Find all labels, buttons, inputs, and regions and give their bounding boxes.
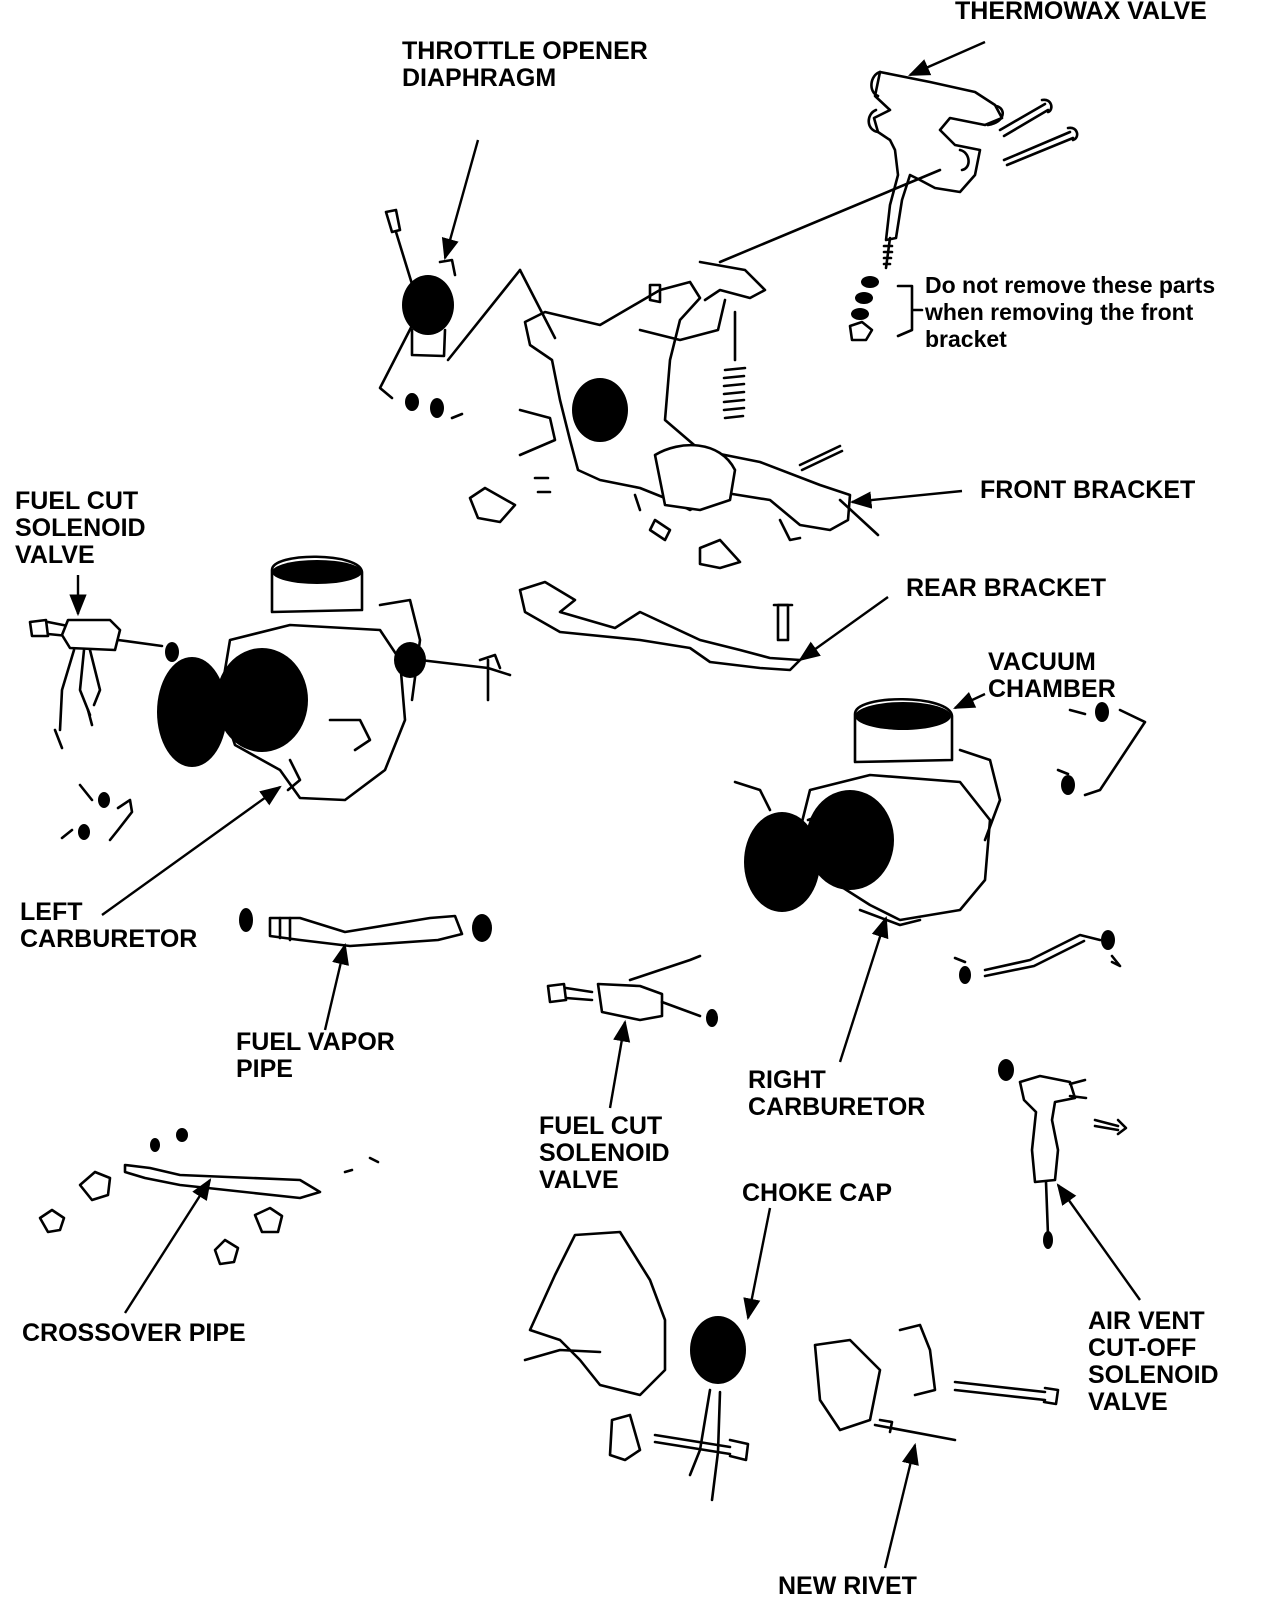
thermowax-valve (867, 70, 1079, 270)
label-choke-cap: CHOKE CAP (742, 1179, 893, 1207)
center-fuel-cut-solenoid (546, 954, 718, 1027)
note-line3: bracket (925, 326, 1007, 352)
label-fuel-vapor-pipe-line2: PIPE (236, 1055, 293, 1083)
label-front-bracket: FRONT BRACKET (980, 476, 1196, 504)
label-air-vent-line1: AIR VENT (1088, 1307, 1205, 1335)
label-right-carburetor-line1: RIGHT (748, 1066, 826, 1094)
front-bracket-assembly (446, 168, 942, 570)
label-left-fuel-cut-line1: FUEL CUT (15, 487, 139, 515)
left-carburetor (157, 555, 512, 802)
label-left-fuel-cut-line3: VALVE (15, 541, 95, 569)
right-linkage-rod (953, 930, 1122, 984)
rear-bracket (518, 580, 802, 672)
label-new-rivet: NEW RIVET (778, 1572, 917, 1600)
label-rear-bracket: REAR BRACKET (906, 574, 1106, 602)
washer-stack (848, 276, 924, 342)
crossover-pipe (38, 1128, 380, 1266)
label-thermowax-valve: THERMOWAX VALVE (955, 0, 1207, 25)
label-throttle-opener-line2: DIAPHRAGM (402, 64, 557, 92)
label-crossover-pipe: CROSSOVER PIPE (22, 1319, 246, 1347)
left-small-hardware (60, 783, 134, 842)
note-line2: when removing the front (925, 299, 1194, 325)
label-right-carburetor-line2: CARBURETOR (748, 1093, 926, 1121)
air-vent-solenoid (998, 1059, 1128, 1249)
fuel-vapor-pipe (239, 908, 492, 948)
label-air-vent-line3: SOLENOID (1088, 1361, 1219, 1389)
leader-lines (69, 40, 1141, 1569)
note-line1: Do not remove these parts (925, 272, 1216, 298)
label-air-vent-line4: VALVE (1088, 1388, 1168, 1416)
label-vacuum-chamber-line2: CHAMBER (988, 675, 1116, 703)
label-left-carburetor-line1: LEFT (20, 898, 83, 926)
choke-assembly (523, 1230, 1060, 1502)
label-center-fuel-cut-line1: FUEL CUT (539, 1112, 663, 1140)
label-center-fuel-cut-line3: VALVE (539, 1166, 619, 1194)
label-vacuum-chamber-line1: VACUUM (988, 648, 1096, 676)
right-carburetor (733, 697, 1147, 927)
throttle-opener-diaphragm (378, 208, 473, 420)
label-fuel-vapor-pipe-line1: FUEL VAPOR (236, 1028, 395, 1056)
label-center-fuel-cut-line2: SOLENOID (539, 1139, 670, 1167)
label-left-carburetor-line2: CARBURETOR (20, 925, 198, 953)
label-throttle-opener-line1: THROTTLE OPENER (402, 37, 648, 65)
label-air-vent-line2: CUT-OFF (1088, 1334, 1197, 1362)
left-fuel-cut-solenoid (28, 618, 179, 750)
label-left-fuel-cut-line2: SOLENOID (15, 514, 146, 542)
